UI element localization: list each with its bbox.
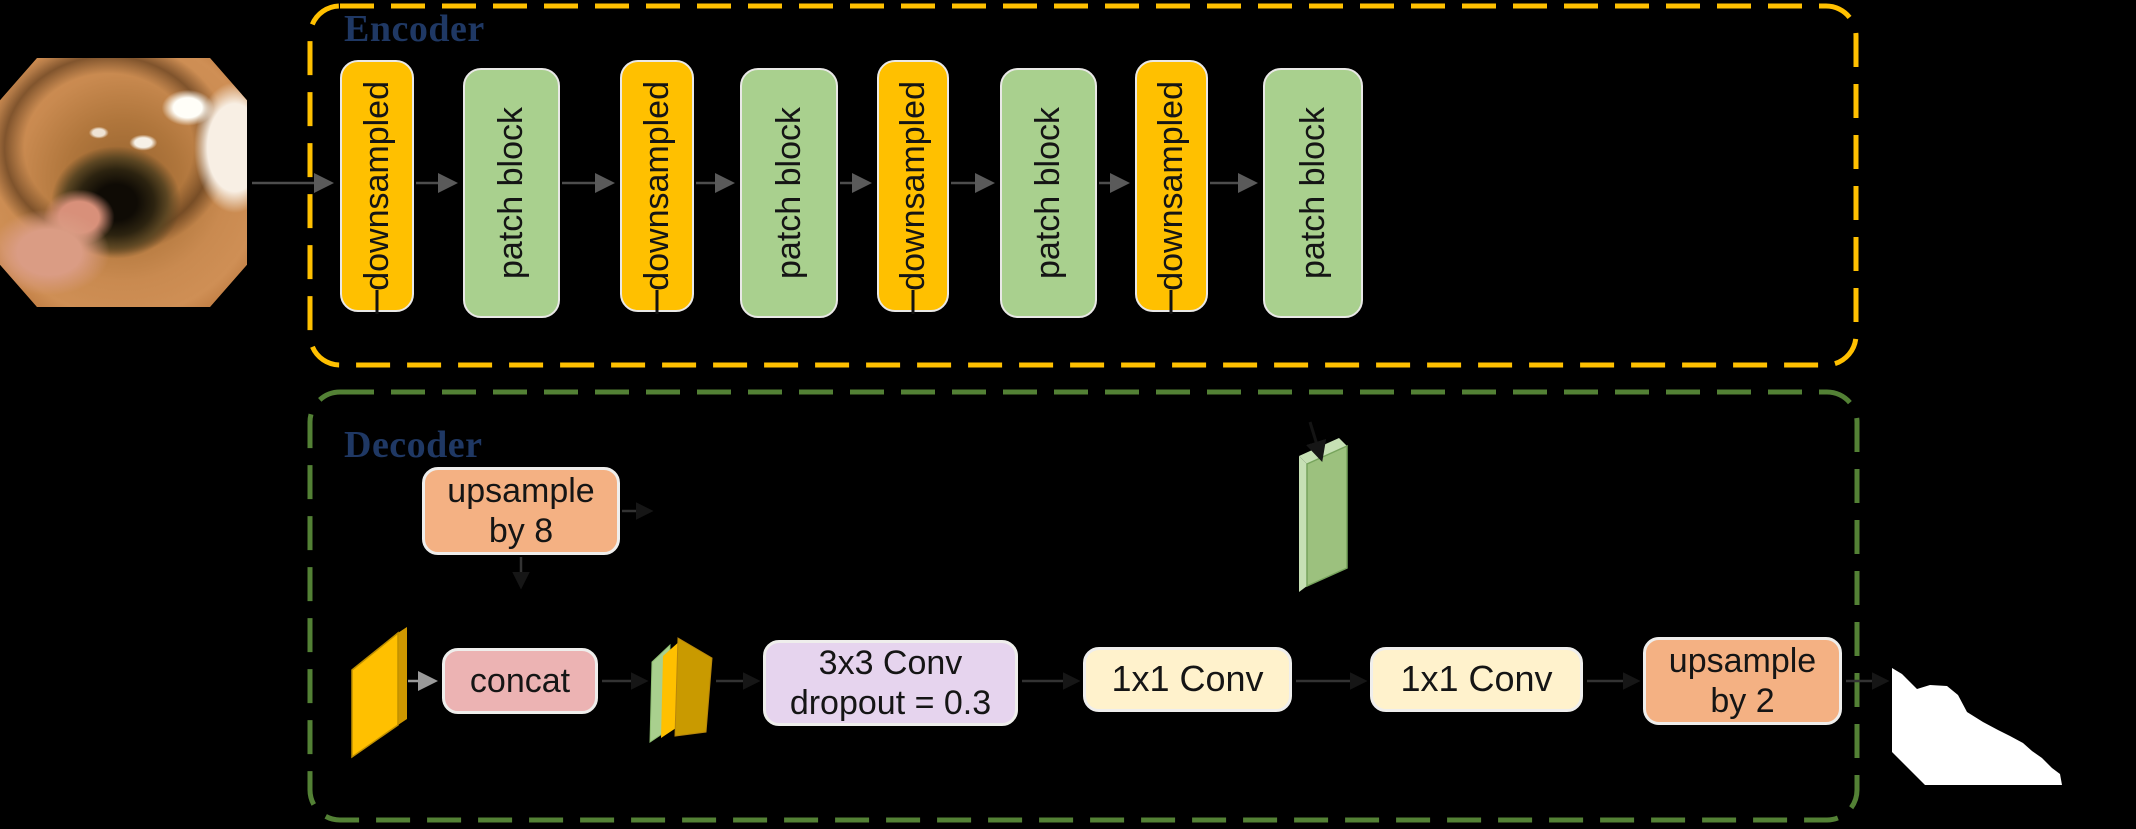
conv1x1-box-2: 1x1 Conv bbox=[1370, 647, 1583, 712]
green-slab-left-bevel bbox=[1299, 456, 1307, 592]
conv1x1-box-1: 1x1 Conv bbox=[1083, 647, 1292, 712]
slab-side-bevel bbox=[398, 627, 407, 725]
encoder-block-downsampled-4: downsampled bbox=[1135, 60, 1208, 312]
encoder-block-patch-1: patch block bbox=[463, 68, 560, 318]
encoder-title: Encoder bbox=[344, 8, 485, 50]
upsample-by-2-box: upsample by 2 bbox=[1643, 637, 1842, 725]
concat-box: concat bbox=[442, 648, 598, 714]
green-slab-top-bevel bbox=[1299, 438, 1347, 464]
conv3x3-dropout-box: 3x3 Conv dropout = 0.3 bbox=[763, 640, 1018, 726]
encoder-block-downsampled-2: downsampled bbox=[620, 60, 694, 312]
colonoscopy-input-image bbox=[0, 58, 247, 307]
slab-front-face bbox=[351, 631, 399, 759]
encoder-block-patch-2: patch block bbox=[740, 68, 838, 318]
encoder-block-downsampled-3: downsampled bbox=[877, 60, 949, 312]
arrow-encoder-to-green-slab bbox=[1306, 421, 1327, 463]
merged-slab-yellow-edge bbox=[661, 640, 681, 738]
decoder-dashed-border bbox=[307, 389, 1860, 823]
green-slab-front-face bbox=[1306, 444, 1348, 588]
slab-top-bevel bbox=[352, 627, 407, 670]
patch-feature-slab-green bbox=[1299, 421, 1348, 592]
encoder-block-patch-3: patch block bbox=[1000, 68, 1097, 318]
upsample-by-8-box: upsample by 8 bbox=[422, 467, 620, 555]
merged-slab-front-face bbox=[674, 637, 713, 737]
merged-slab-green-layer bbox=[649, 643, 671, 743]
output-segmentation-mask bbox=[1892, 668, 2062, 785]
input-image-frame bbox=[0, 58, 247, 307]
skip-feature-slab-yellow bbox=[351, 627, 407, 759]
decoder-title: Decoder bbox=[344, 424, 483, 466]
merged-feature-slab bbox=[649, 637, 713, 743]
encoder-block-downsampled-1: downsampled bbox=[340, 60, 414, 312]
encoder-block-patch-4: patch block bbox=[1263, 68, 1363, 318]
